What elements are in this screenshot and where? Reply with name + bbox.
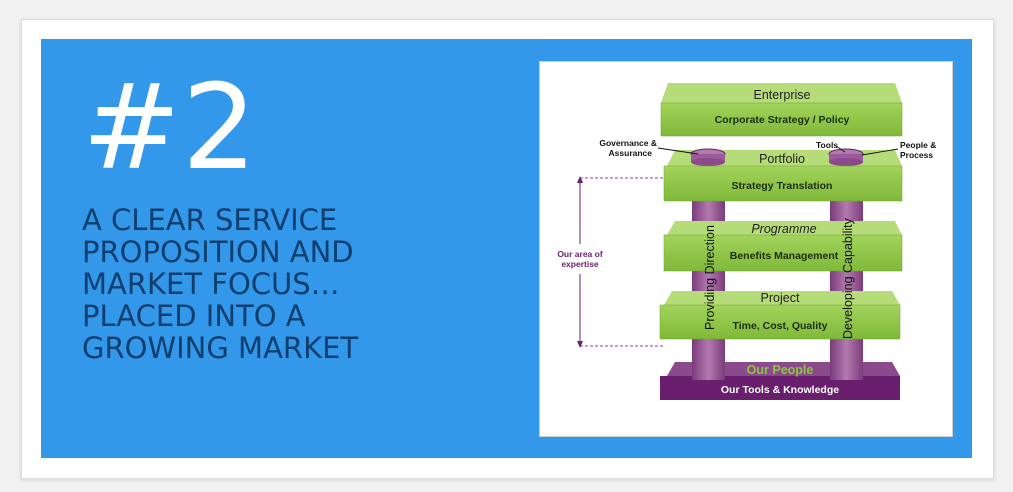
project-slab (659, 291, 901, 340)
governance-callout-line1: Governance & (599, 138, 657, 148)
enterprise-title: Enterprise (754, 88, 811, 102)
tools-pointer (835, 145, 846, 153)
enterprise-slab (660, 83, 903, 137)
people-pointer (861, 148, 899, 156)
headline-line-4: PLACED INTO A (82, 299, 306, 333)
programme-subtitle: Benefits Management (730, 250, 839, 262)
expertise-label-line2: expertise (561, 259, 599, 269)
expertise-label-line1: Our area of (557, 249, 603, 259)
governance-pointer (657, 147, 699, 155)
project-title: Project (761, 291, 800, 305)
tools-callout: Tools (816, 140, 838, 150)
people-callout-line1: People & (900, 140, 936, 150)
programme-title: Programme (751, 222, 816, 236)
headline-line-1: A CLEAR SERVICE (82, 203, 338, 237)
people-callout-line2: Process (900, 150, 933, 160)
headline-line-3: MARKET FOCUS… (82, 267, 340, 301)
developing-capability-label: Developing Capability (841, 217, 855, 339)
slide-headline: A CLEAR SERVICE PROPOSITION AND MARKET F… (82, 204, 502, 364)
headline-line-2: PROPOSITION AND (82, 235, 354, 269)
project-subtitle: Time, Cost, Quality (733, 320, 828, 332)
slide-number: #2 (82, 58, 258, 196)
portfolio-subtitle: Strategy Translation (732, 180, 833, 192)
portfolio-title: Portfolio (759, 152, 805, 166)
providing-direction-label: Providing Direction (703, 225, 717, 330)
base-title: Our People (747, 363, 814, 377)
governance-callout-line2: Assurance (609, 148, 653, 158)
diagram-frame: Enterprise Corporate Strategy / Policy P… (539, 61, 953, 437)
headline-line-5: GROWING MARKET (82, 331, 359, 365)
base-subtitle: Our Tools & Knowledge (721, 384, 839, 396)
enterprise-subtitle: Corporate Strategy / Policy (715, 114, 850, 126)
capability-stack-diagram: Enterprise Corporate Strategy / Policy P… (557, 83, 936, 400)
programme-slab (663, 221, 903, 272)
